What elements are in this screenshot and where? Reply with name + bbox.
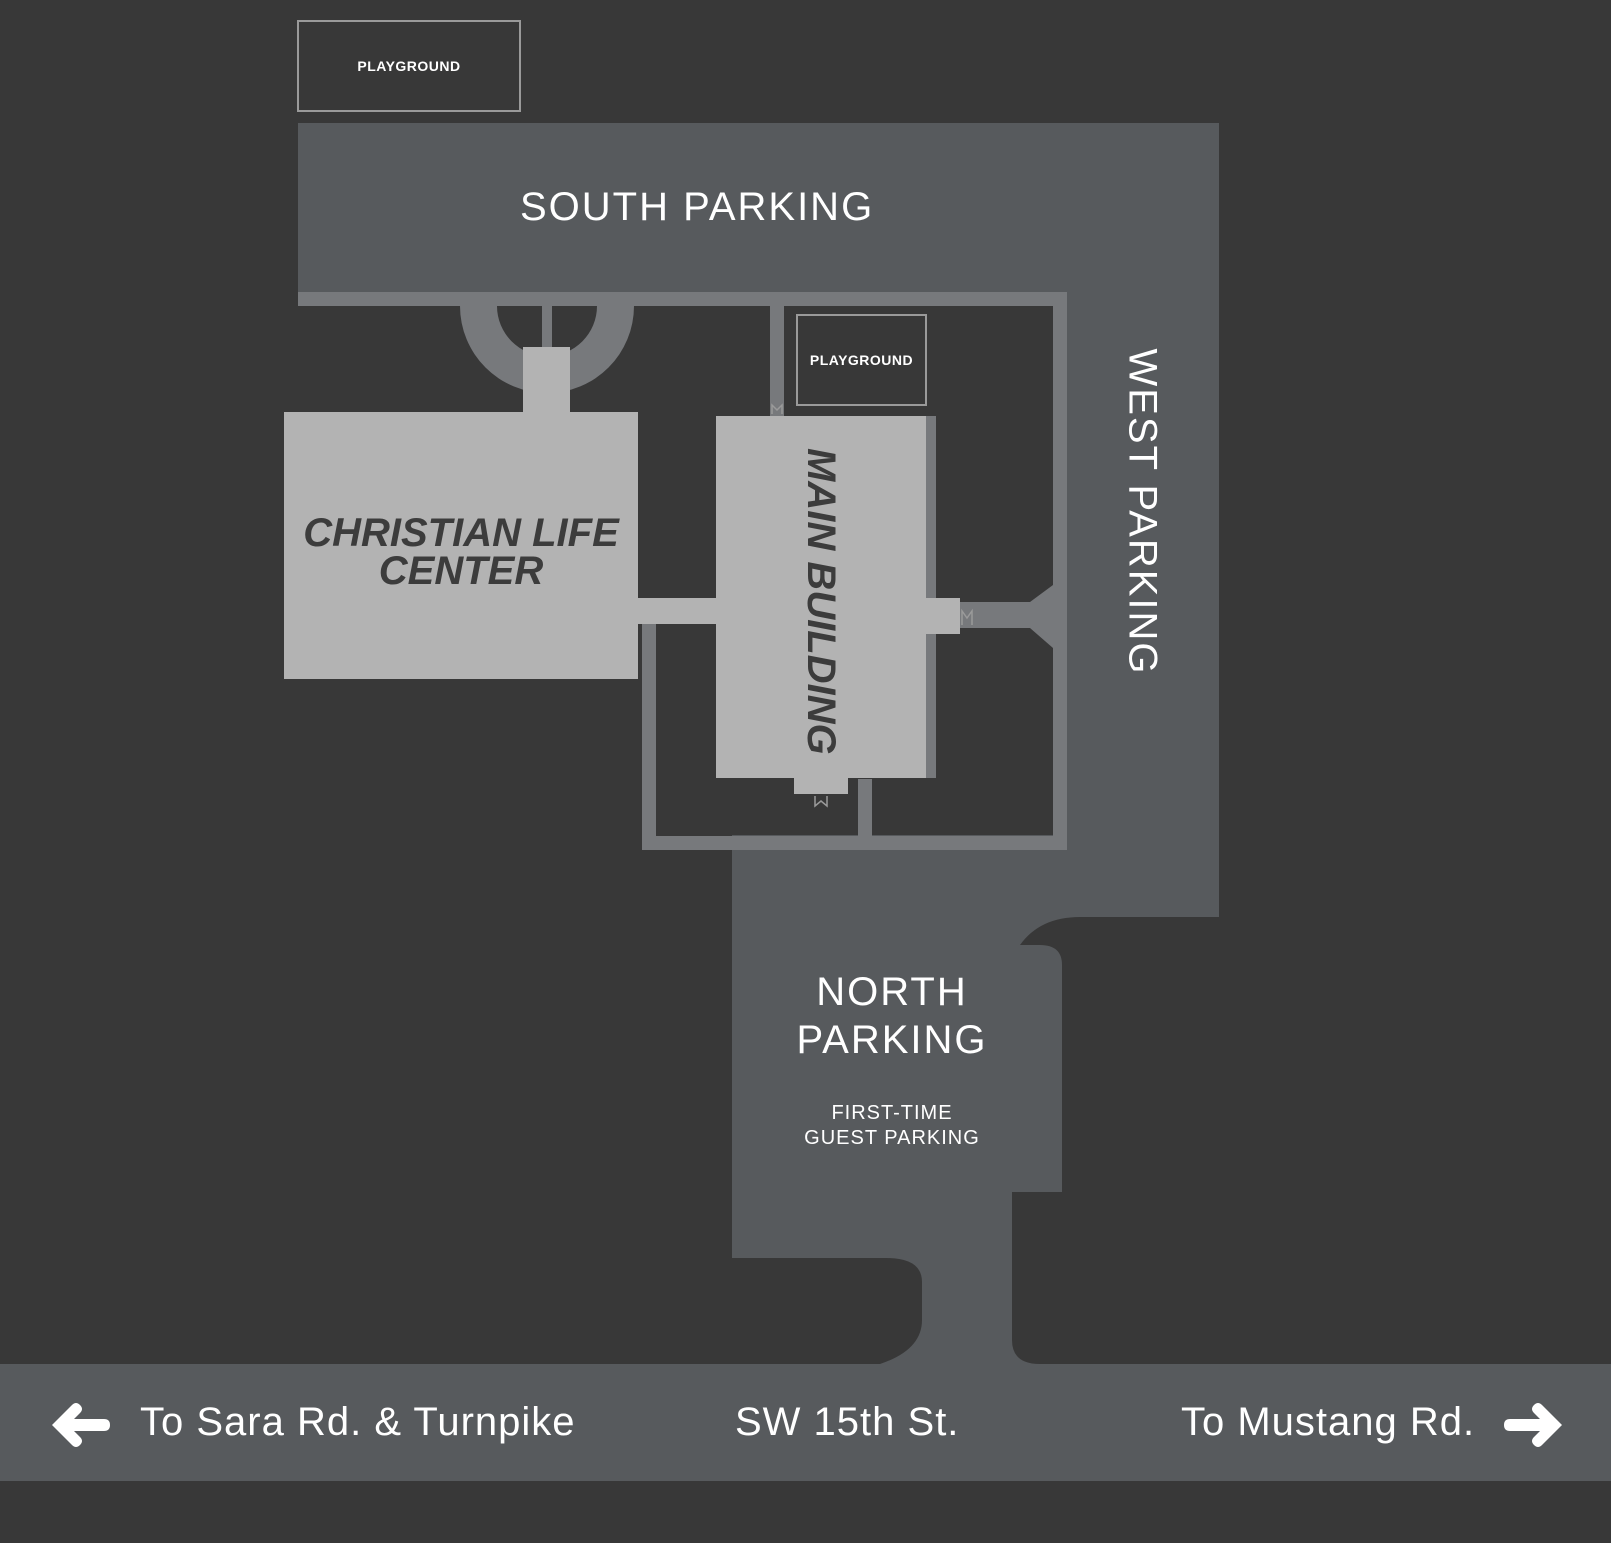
walkway-north: [642, 836, 1067, 850]
main-building-north-annex: [794, 776, 848, 794]
walkway-roundabout: [460, 306, 634, 393]
entrance-icon-east: [961, 608, 973, 625]
playground-south: PLAYGROUND: [297, 20, 521, 112]
clc-line1: CHRISTIAN LIFE: [303, 511, 619, 555]
entrance-markers: [771, 403, 973, 808]
walkway-east: [1053, 292, 1067, 850]
north-parking-line1: NORTH: [816, 970, 968, 1014]
north-parking-line2: PARKING: [796, 1018, 988, 1062]
walkway-main-side: [926, 416, 936, 778]
walkway-west: [642, 622, 656, 850]
street-right-direction: To Mustang Rd.: [1181, 1400, 1476, 1444]
playground-south-label: PLAYGROUND: [357, 58, 461, 74]
north-parking-lot: [732, 835, 1219, 1364]
walkway-playground-link: [770, 306, 784, 416]
south-parking-label: SOUTH PARKING: [520, 185, 875, 229]
guest-parking-line2: GUEST PARKING: [804, 1127, 980, 1149]
playground-courtyard: PLAYGROUND: [796, 314, 927, 406]
christian-life-center-building: [284, 412, 638, 679]
street-name: SW 15th St.: [735, 1400, 960, 1444]
guest-parking-label: FIRST-TIME GUEST PARKING: [782, 1101, 1002, 1151]
walkways: [298, 292, 1067, 850]
main-building-label: MAIN BUILDING: [799, 448, 843, 755]
street-band: [0, 1364, 1611, 1481]
entrance-icon-south: [771, 403, 783, 414]
entrance-icon-north: [814, 796, 828, 808]
arrow-right-icon: [1504, 1403, 1562, 1447]
main-building: [716, 416, 926, 778]
walkway-east-flare: [1030, 585, 1053, 648]
street-left-direction: To Sara Rd. & Turnpike: [140, 1400, 576, 1444]
main-building-east-annex: [924, 598, 960, 634]
clc-entrance-tower: [523, 347, 570, 415]
walkway-south: [298, 292, 1067, 306]
guest-parking-line1: FIRST-TIME: [831, 1102, 953, 1124]
playground-courtyard-label: PLAYGROUND: [809, 352, 914, 368]
walkway-roundabout-stem: [542, 306, 552, 354]
south-west-parking-lot: [298, 123, 1219, 917]
building-connector: [636, 598, 718, 624]
christian-life-center-label: CHRISTIAN LIFE CENTER: [284, 511, 638, 593]
clc-line2: CENTER: [378, 549, 544, 593]
arrow-left-icon: [52, 1403, 110, 1447]
walkway-courtyard-vertical: [858, 779, 872, 845]
buildings: [284, 347, 960, 794]
west-parking-label: WEST PARKING: [1120, 348, 1165, 676]
north-parking-label: NORTH PARKING: [782, 968, 1002, 1064]
